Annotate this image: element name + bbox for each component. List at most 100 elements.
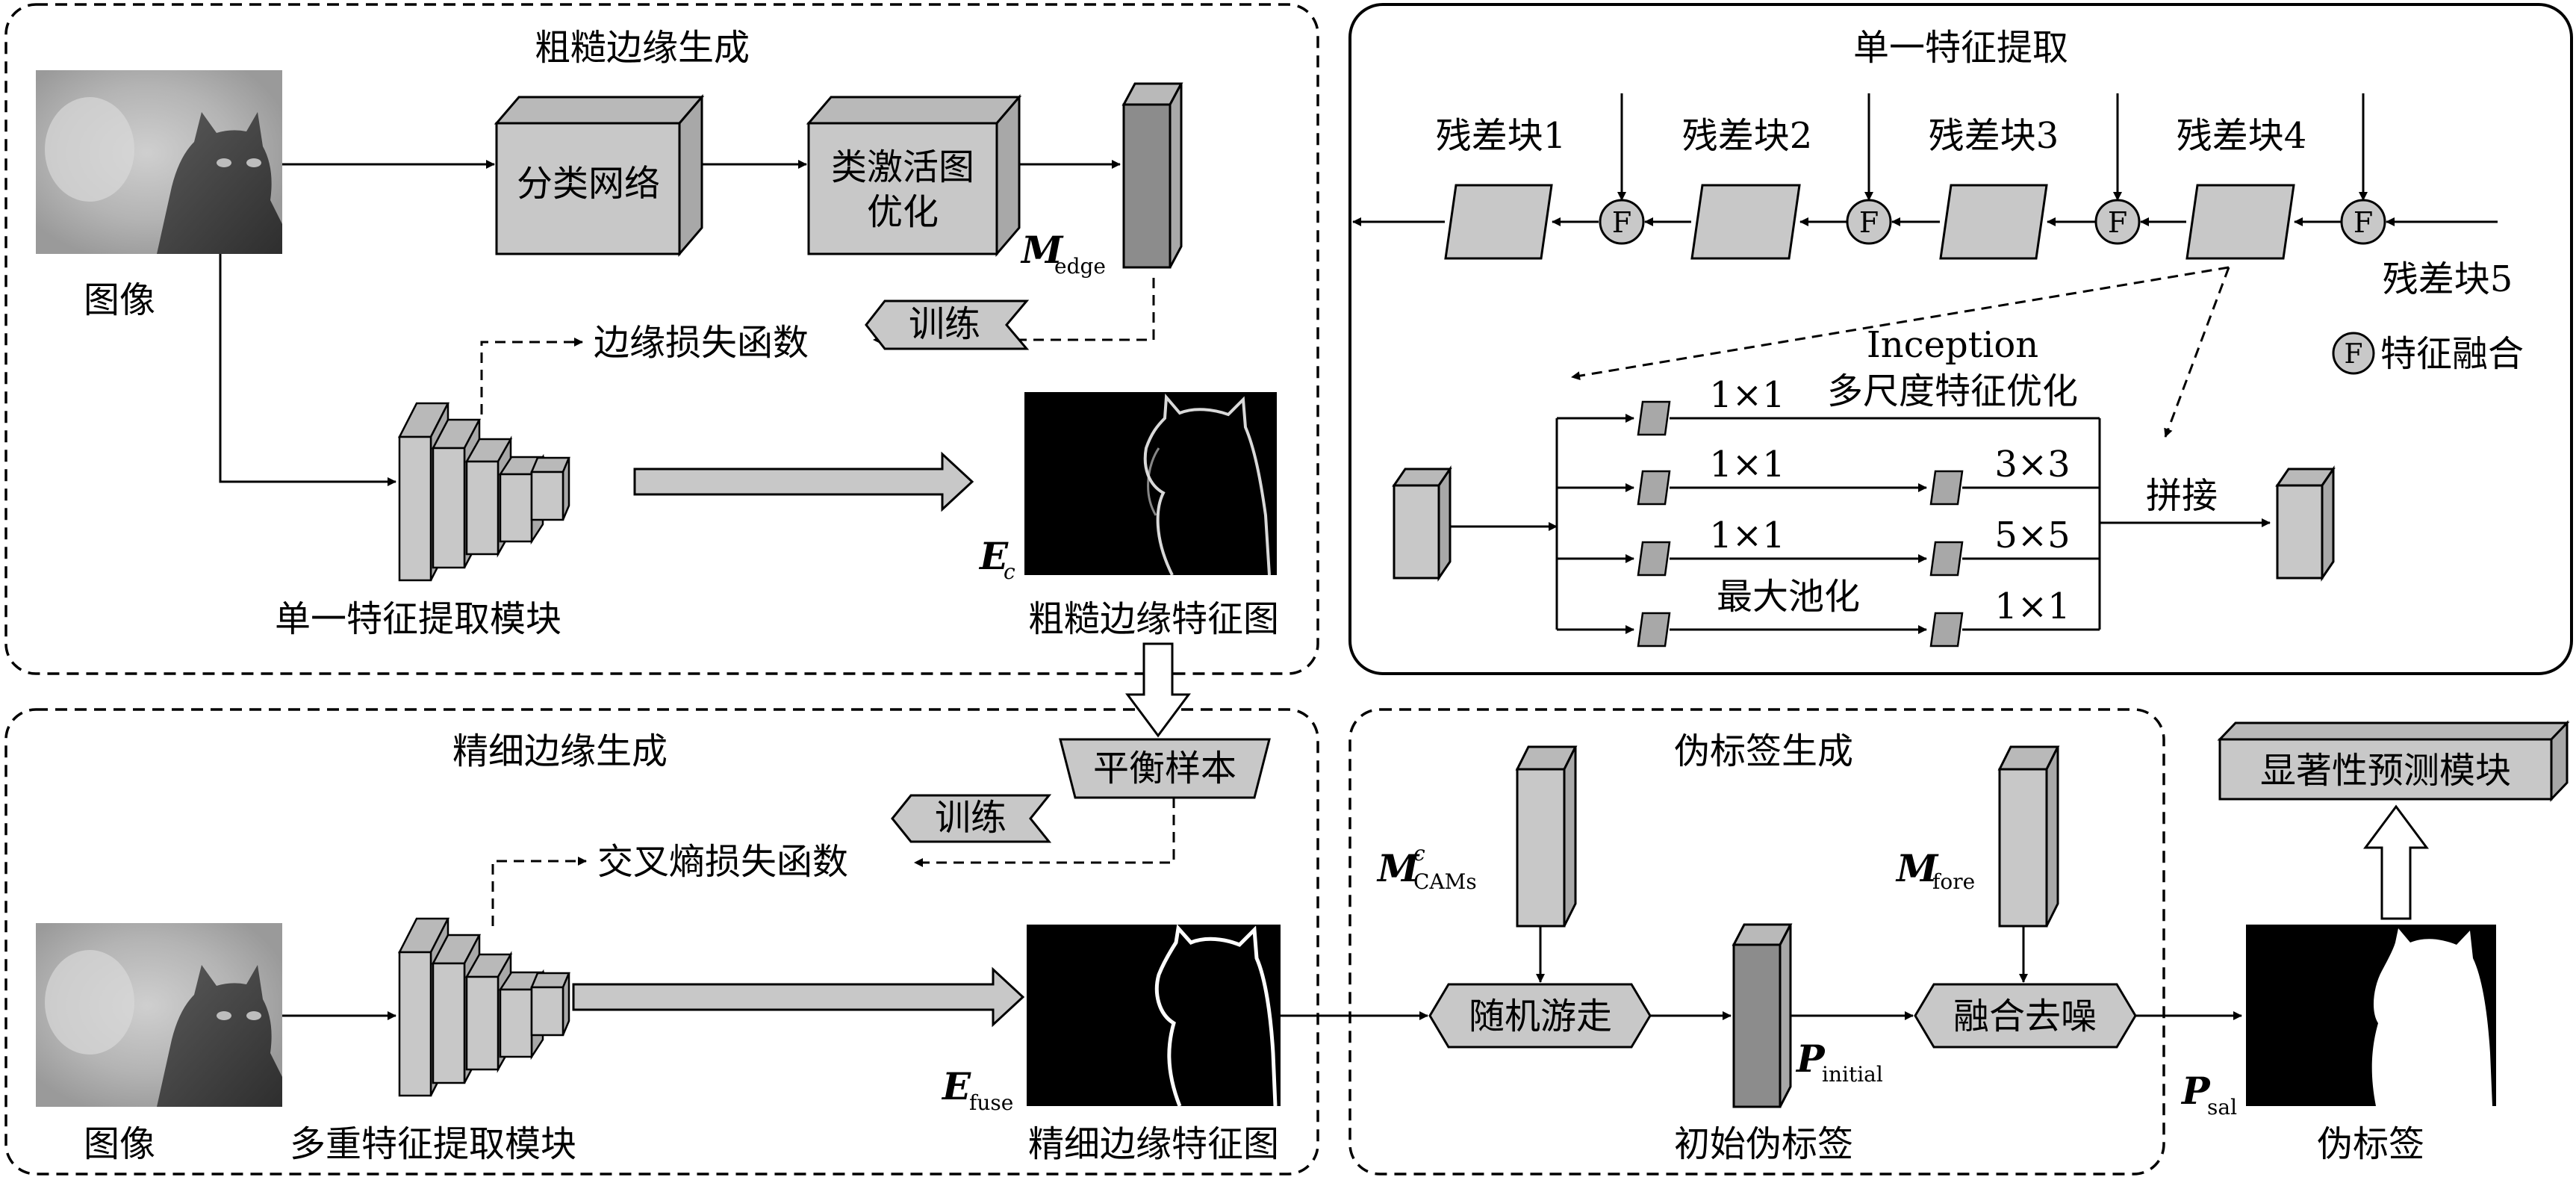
branch-3b-label: 5×5: [1994, 515, 2070, 556]
concat-label: 拼接: [2146, 475, 2218, 517]
classify-net-box: [494, 93, 705, 258]
branch-3a-label: 1×1: [1709, 515, 1785, 556]
arrow-image-to-single-module: [219, 254, 396, 486]
image-label-top: 图像: [84, 279, 155, 321]
denoise-box: [1914, 983, 2137, 1049]
inception-output-block: [2275, 465, 2336, 582]
train-label-bottom: 训练: [935, 797, 1007, 839]
svg-text:F: F: [2108, 206, 2127, 239]
branch-1-label: 1×1: [1709, 374, 1785, 416]
cat-image-bottom: [36, 923, 282, 1107]
coarse-title: 粗糙边缘生成: [535, 27, 750, 69]
initial-label: 初始伪标签: [1674, 1123, 1853, 1165]
svg-text:F: F: [1612, 206, 1631, 239]
big-arrow-fine: [572, 966, 1025, 1028]
dashed-res4-to-inception-left: [1571, 266, 2230, 381]
random-walk-box: [1428, 983, 1652, 1049]
ec-label: E: [978, 534, 1009, 578]
branch-4-small-b: [1929, 612, 1964, 648]
cam-opt-label-1: 类激活图: [831, 146, 974, 188]
train-tag-top: [865, 299, 1030, 350]
fusion-legend-label: 特征融合: [2380, 333, 2524, 375]
train-label-top: 训练: [909, 303, 980, 345]
m-edge-slab: [1121, 82, 1183, 269]
single-module-label: 单一特征提取模块: [275, 598, 561, 640]
random-walk-label: 随机游走: [1469, 996, 1612, 1037]
inception-input-block: [1392, 465, 1452, 582]
m-fore-label: M: [1895, 846, 1939, 890]
saliency-module-box: [2217, 720, 2570, 802]
branch-2b-label: 3×3: [1994, 444, 2070, 485]
res-block-2: [1690, 184, 1801, 260]
pseudo-panel: [1348, 708, 2165, 1176]
edge-loss-label: 边缘损失函数: [594, 322, 809, 364]
m-fore-sub: fore: [1932, 869, 1975, 894]
inception-label: Inception: [1867, 324, 2038, 366]
hollow-arrow-up: [2363, 804, 2429, 920]
coarse-map-label: 粗糙边缘特征图: [1028, 598, 1279, 640]
branch-2-small-b: [1929, 470, 1964, 506]
branch-4-small: [1637, 612, 1671, 648]
pseudo-label-mask: [2246, 925, 2496, 1106]
coarse-panel: [4, 3, 1319, 675]
efuse-sub: fuse: [969, 1090, 1013, 1115]
ce-loss-label: 交叉熵损失函数: [597, 841, 848, 883]
fine-map-label: 精细边缘特征图: [1028, 1123, 1279, 1165]
p-initial-slab: [1732, 923, 1793, 1108]
fine-panel: [4, 708, 1319, 1176]
saliency-module-label: 显著性预测模块: [2260, 750, 2511, 792]
classify-net-label: 分类网络: [517, 163, 660, 205]
res4-label: 残差块4: [2177, 115, 2307, 157]
single-panel: [1348, 3, 2573, 675]
res-block-3: [1939, 184, 2048, 260]
pseudo-label-label: 伪标签: [2317, 1123, 2424, 1165]
fusion-circle-4: F: [2340, 199, 2386, 245]
dashed-multi-to-ce: [491, 857, 587, 926]
balance-box: [1059, 738, 1271, 799]
fusion-circle-3: F: [2094, 199, 2141, 245]
fine-title: 精细边缘生成: [452, 730, 668, 772]
train-tag-bottom: [891, 794, 1052, 843]
denoise-label: 融合去噪: [1953, 996, 2097, 1037]
ec-sub: c: [1004, 559, 1015, 584]
cam-opt-box: [806, 93, 1022, 258]
inception-sublabel: 多尺度特征优化: [1827, 370, 2078, 412]
m-cams-sup: c: [1413, 841, 1425, 866]
multi-module-stack: [397, 917, 570, 1097]
svg-text:F: F: [2345, 339, 2363, 370]
res5-label: 残差块5: [2383, 258, 2513, 300]
dashed-module-to-loss: [480, 338, 583, 414]
hollow-arrow-down: [1125, 642, 1191, 738]
res-block-4: [2185, 184, 2295, 260]
image-label-bottom: 图像: [84, 1123, 155, 1165]
svg-text:F: F: [2353, 206, 2373, 239]
fusion-circle-2: F: [1846, 199, 1892, 245]
p-sal-sub: sal: [2207, 1095, 2237, 1120]
cat-image-top: [36, 70, 282, 254]
res2-label: 残差块2: [1682, 115, 1813, 157]
fusion-circle-1: F: [1599, 199, 1645, 245]
efuse-label: E: [941, 1064, 971, 1108]
coarse-edge-map: [1024, 392, 1277, 576]
m-cams-slab: [1515, 745, 1578, 928]
cam-opt-label-2: 优化: [867, 191, 939, 233]
res3-label: 残差块3: [1929, 115, 2059, 157]
fine-edge-map: [1027, 924, 1281, 1107]
m-edge-label: M: [1020, 228, 1064, 272]
m-cams-label: M: [1376, 846, 1420, 890]
single-module-stack: [397, 402, 570, 582]
res-block-1: [1444, 184, 1553, 260]
branch-1-small: [1637, 400, 1671, 436]
big-arrow-coarse: [633, 451, 974, 512]
dashed-res4-to-inception-right: [2164, 267, 2230, 438]
dashed-balance-to-ce: [914, 798, 1175, 867]
p-sal-label: P: [2180, 1069, 2211, 1113]
branch-3-small: [1637, 541, 1671, 577]
svg-text:F: F: [1859, 206, 1879, 239]
branch-2-small: [1637, 470, 1671, 506]
branch-3-small-b: [1929, 541, 1964, 577]
branch-4b-label: 1×1: [1994, 586, 2070, 627]
pseudo-title: 伪标签生成: [1674, 730, 1853, 772]
branch-4a-label: 最大池化: [1717, 576, 1860, 618]
